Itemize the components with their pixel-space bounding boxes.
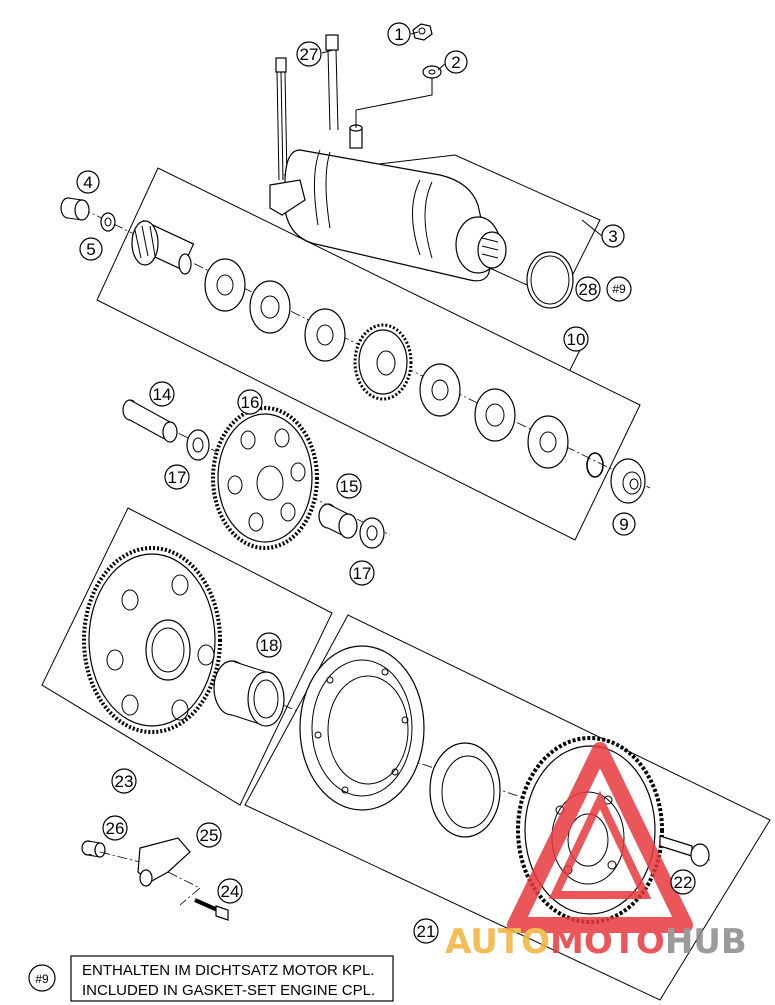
callout-15: 15 (336, 473, 362, 499)
note-line-english: INCLUDED IN GASKET-SET ENGINE CPL. (82, 982, 375, 999)
bearing-18 (213, 660, 285, 727)
idler-gear-16 (211, 406, 319, 550)
starter-gear-23 (82, 546, 222, 734)
watermark-logo: AUTOMOTOHUB (445, 742, 747, 962)
freewheel-ring (429, 742, 501, 838)
washer-2 (422, 65, 442, 79)
callout-4: 4 (76, 170, 100, 194)
bolt-27-left (275, 57, 288, 181)
gear-10 (353, 323, 413, 401)
svg-text:26: 26 (106, 819, 125, 838)
washer-5 (100, 212, 116, 232)
pin-14 (122, 399, 178, 443)
bracket-25 (137, 837, 191, 887)
washer-17-a (186, 429, 210, 461)
callout-17-a: 17 (164, 464, 190, 490)
callout-21: 21 (413, 918, 439, 944)
svg-text:25: 25 (200, 826, 219, 845)
bolt-27-right (325, 34, 339, 131)
bolt-26 (81, 840, 106, 858)
o-ring-28 (526, 251, 574, 309)
svg-text:#9: #9 (612, 282, 626, 296)
note-line-german: ENTHALTEN IM DICHTSATZ MOTOR KPL. (82, 962, 375, 979)
callout-27: 27 (296, 41, 322, 67)
callout-28: 28 (575, 276, 601, 302)
bolt-24 (194, 898, 229, 921)
circlip (586, 452, 604, 478)
gasket-note: #9 ENTHALTEN IM DICHTSATZ MOTOR KPL. INC… (28, 955, 394, 1002)
thrust-washer-b (474, 388, 516, 442)
bushing-15 (318, 503, 358, 539)
svg-text:22: 22 (674, 873, 693, 892)
svg-text:2: 2 (451, 53, 460, 72)
svg-text:9: 9 (619, 515, 628, 534)
callout-14: 14 (149, 381, 175, 407)
callout-16: 16 (237, 389, 263, 415)
svg-text:21: 21 (417, 922, 436, 941)
group-frame-21 (244, 614, 771, 1001)
svg-text:28: 28 (579, 280, 598, 299)
svg-text:10: 10 (567, 330, 586, 349)
svg-text:23: 23 (115, 772, 134, 791)
washer-large-d (527, 415, 569, 469)
watermark-text-hub: HUB (665, 922, 747, 962)
callout-5: 5 (79, 237, 103, 261)
svg-text:5: 5 (86, 240, 95, 259)
svg-text:4: 4 (83, 173, 92, 192)
callout-1: 1 (387, 22, 411, 46)
svg-text:17: 17 (353, 564, 372, 583)
callout-25: 25 (196, 822, 222, 848)
bearing-9 (610, 458, 646, 504)
washer-large-c (419, 363, 461, 417)
watermark-text-auto: AUTO (445, 922, 550, 962)
callout-17-b: 17 (349, 560, 375, 586)
washer-large-a (204, 258, 246, 312)
callout-2: 2 (444, 50, 468, 74)
callout-9: 9 (612, 512, 636, 536)
svg-text:1: 1 (394, 25, 403, 44)
callout-26: 26 (102, 815, 128, 841)
svg-text:AUTOMOTOHUB: AUTOMOTOHUB (445, 922, 747, 962)
washer-17-b (359, 517, 385, 549)
callout-22: 22 (670, 869, 696, 895)
nut-1 (412, 23, 433, 41)
svg-text:3: 3 (608, 227, 617, 246)
svg-text:16: 16 (241, 393, 260, 412)
svg-text:14: 14 (153, 385, 172, 404)
washer-large-b (304, 308, 346, 362)
thrust-washer-a (249, 280, 291, 334)
svg-text:24: 24 (221, 882, 240, 901)
callout-leaders (321, 31, 603, 371)
pinion-shaft (131, 220, 195, 275)
note-ref-symbol: #9 (35, 972, 49, 986)
freewheel-hub (299, 645, 425, 811)
svg-text:18: 18 (260, 636, 279, 655)
group-frame-23 (41, 507, 333, 806)
svg-text:27: 27 (300, 45, 319, 64)
callout-18: 18 (256, 632, 282, 658)
bushing-4 (60, 197, 90, 221)
svg-text:17: 17 (168, 468, 187, 487)
callout-10: 10 (563, 326, 589, 352)
starter-motor (269, 34, 507, 282)
callout-23: 23 (111, 768, 137, 794)
callout-24: 24 (217, 878, 243, 904)
callout-3: 3 (601, 224, 625, 248)
svg-text:15: 15 (340, 477, 359, 496)
watermark-text-moto: MOTO (550, 922, 665, 962)
bolt-22 (659, 835, 710, 867)
group-frame-10 (96, 167, 641, 541)
callout-ref-9-a: #9 (606, 276, 632, 302)
